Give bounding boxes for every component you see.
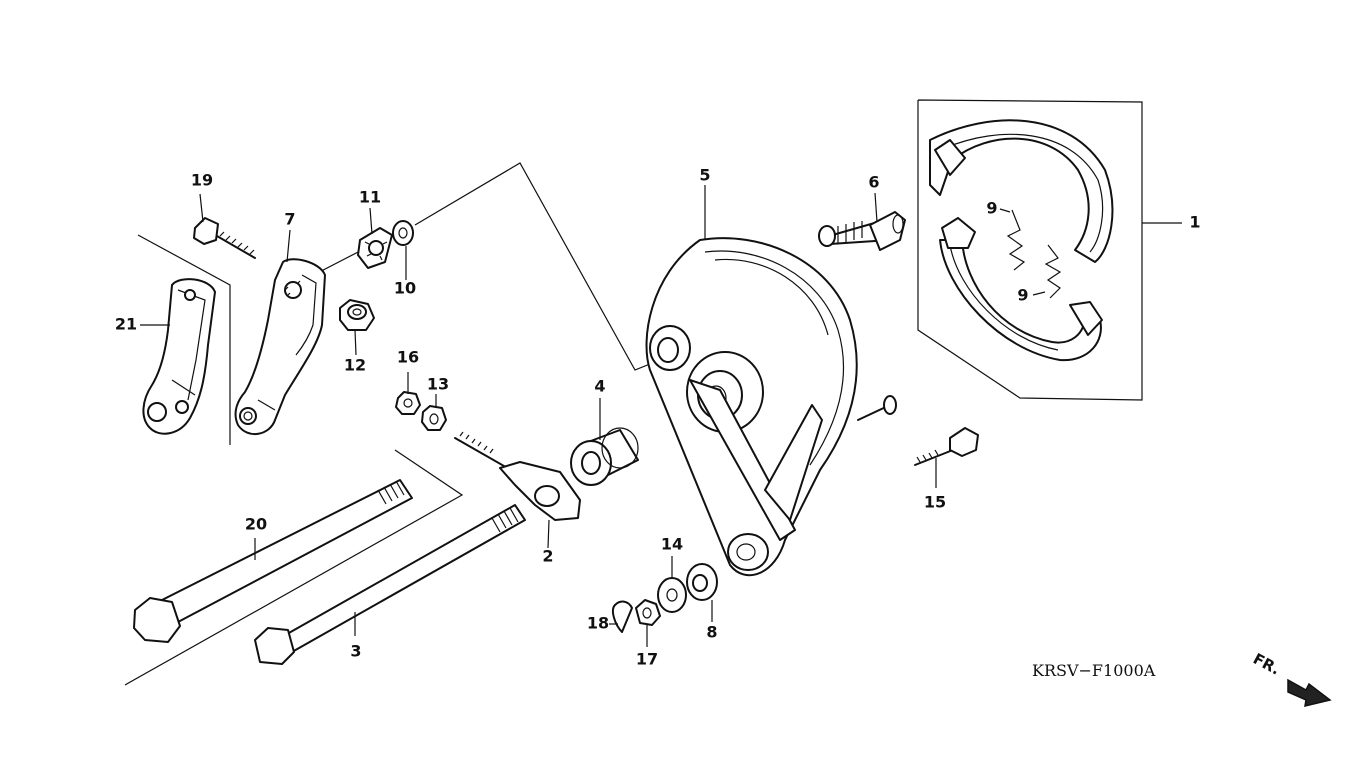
label-part-5: 5 xyxy=(699,166,710,185)
part-21-arm xyxy=(142,278,216,435)
part-6-brake-cam xyxy=(818,211,906,251)
label-part-8: 8 xyxy=(706,623,717,642)
label-part-20: 20 xyxy=(245,515,267,534)
part-8-washer xyxy=(686,563,718,601)
part-17-nut xyxy=(635,599,661,626)
part-20-axle-bolt xyxy=(133,479,413,643)
label-part-3: 3 xyxy=(350,642,361,661)
label-part-1: 1 xyxy=(1189,213,1200,232)
label-part-11: 11 xyxy=(359,188,381,207)
part-12-nut xyxy=(339,299,375,331)
label-part-6: 6 xyxy=(868,173,879,192)
leader-lines xyxy=(140,185,1182,647)
part-labels: 1 2 3 4 5 6 7 8 9 9 10 11 12 13 14 15 16… xyxy=(115,166,1201,669)
part-5-brake-panel xyxy=(645,237,897,577)
diagram-code: KRSV−F1000A xyxy=(1032,661,1156,680)
label-part-16: 16 xyxy=(397,348,419,367)
part-18-cotter-pin xyxy=(612,600,633,633)
part-13-nut xyxy=(421,405,447,431)
label-part-12: 12 xyxy=(344,356,366,375)
label-part-14: 14 xyxy=(661,535,683,554)
label-part-15: 15 xyxy=(924,493,946,512)
label-part-7: 7 xyxy=(284,210,295,229)
label-part-10: 10 xyxy=(394,279,416,298)
front-direction-indicator: FR. xyxy=(1250,650,1332,707)
part-2-brake-rod-plate xyxy=(454,431,581,521)
part-4-collar xyxy=(570,427,639,486)
label-part-9-lower: 9 xyxy=(1017,286,1028,305)
front-label: FR. xyxy=(1250,650,1283,679)
part-16-nut xyxy=(395,391,421,415)
part-7-brake-arm xyxy=(234,258,326,435)
part-1-brake-shoes xyxy=(917,99,1143,401)
label-part-21: 21 xyxy=(115,315,137,334)
front-arrow-icon xyxy=(1287,678,1332,707)
part-10-washer xyxy=(392,220,414,246)
label-part-9-upper: 9 xyxy=(986,199,997,218)
part-14-washer xyxy=(657,577,687,613)
part-19-bolt xyxy=(193,217,256,259)
label-part-13: 13 xyxy=(427,375,449,394)
part-3-pivot-bolt xyxy=(254,504,526,665)
label-part-19: 19 xyxy=(191,171,213,190)
label-part-4: 4 xyxy=(594,377,605,396)
label-part-2: 2 xyxy=(542,547,553,566)
label-part-18: 18 xyxy=(587,614,609,633)
part-11-indicator-plate xyxy=(357,227,393,269)
part-15-bolt xyxy=(914,427,979,466)
label-part-17: 17 xyxy=(636,650,658,669)
